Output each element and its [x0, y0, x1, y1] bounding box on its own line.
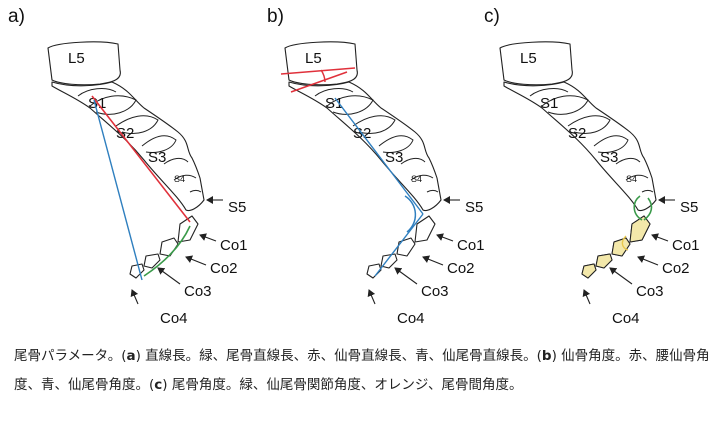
lumbosacral-line-lower [290, 71, 348, 93]
label-s1: S1 [325, 95, 343, 112]
sacrococcygeal-joint-angle-arc [633, 195, 643, 221]
spine-drawing-b [284, 41, 442, 279]
figure-canvas: a) L5 S1 S2 S3 S4 S5 Co1 Co2 Co3 Co4 b) … [8, 6, 700, 327]
coccyx-segment-co1 [629, 215, 651, 243]
figure-caption: 尾骨パラメータ。(a) 直線長。緑、尾骨直線長、赤、仙骨直線長、青、仙尾骨直線長… [14, 342, 714, 400]
coccyx-segment-co4 [581, 263, 597, 279]
panel-letter-a: a) [8, 6, 25, 27]
sacral-axis-line [334, 97, 424, 215]
label-s1: S1 [540, 95, 558, 112]
coccyx-segment-co3 [595, 253, 613, 269]
label-s3: S3 [148, 149, 166, 166]
label-l5: L5 [68, 50, 85, 67]
label-s3: S3 [385, 149, 403, 166]
label-s3: S3 [600, 149, 618, 166]
label-co3: Co3 [636, 283, 664, 300]
label-co2: Co2 [662, 260, 690, 277]
panel-letter-c: c) [484, 6, 500, 27]
label-s4: S4 [174, 174, 185, 184]
sacrococcygeal-angle-arc [404, 195, 417, 233]
label-s5: S5 [680, 199, 698, 216]
caption-part-4: ) 尾骨角度。緑、仙尾骨関節角度、オレンジ、尾骨間角度。 [162, 377, 523, 393]
label-co1: Co1 [457, 237, 485, 254]
label-s4: S4 [626, 174, 637, 184]
coccygeal-straight-line [143, 225, 191, 277]
label-s5: S5 [228, 199, 246, 216]
label-co4: Co4 [397, 310, 425, 327]
label-co1: Co1 [672, 237, 700, 254]
sacrococcygeal-straight-line [93, 99, 143, 281]
caption-letter-c: c [154, 377, 163, 393]
label-co2: Co2 [447, 260, 475, 277]
coccyx-segment-co2 [611, 237, 631, 257]
caption-part-1: 尾骨パラメータ。( [14, 348, 127, 364]
label-co2: Co2 [210, 260, 238, 277]
intercoccygeal-angle-arc [621, 235, 629, 251]
label-co3: Co3 [184, 283, 212, 300]
sacral-straight-line [91, 95, 191, 223]
caption-part-3: ) 仙骨角度。赤、腰仙骨角度、青、仙尾骨角度。( [14, 348, 710, 393]
label-co4: Co4 [160, 310, 188, 327]
label-co4: Co4 [612, 310, 640, 327]
label-s2: S2 [568, 125, 586, 142]
caption-letter-a: a [126, 348, 136, 364]
label-s2: S2 [116, 125, 134, 142]
panel-a: a) L5 S1 S2 S3 S4 S5 Co1 Co2 Co3 Co4 [8, 6, 248, 327]
label-s5: S5 [465, 199, 483, 216]
panel-b: b) L5 S1 S2 S3 S4 S5 Co1 Co2 Co3 Co4 [267, 6, 485, 327]
caption-letter-b: b [541, 348, 552, 364]
caption-part-2: ) 直線長。緑、尾骨直線長、赤、仙骨直線長、青、仙尾骨直線長。( [135, 348, 542, 364]
spine-drawing-c [499, 41, 657, 279]
label-s4: S4 [411, 174, 422, 184]
figure: a) L5 S1 S2 S3 S4 S5 Co1 Co2 Co3 Co4 b) … [8, 6, 700, 327]
panel-c: c) L5 S1 S2 S3 S4 S5 Co1 Co2 Co3 Co4 [484, 6, 700, 327]
panel-letter-b: b) [267, 6, 284, 27]
lumbosacral-line-upper [280, 67, 356, 75]
label-co1: Co1 [220, 237, 248, 254]
label-l5: L5 [305, 50, 322, 67]
label-co3: Co3 [421, 283, 449, 300]
coccygeal-axis-line [374, 213, 424, 277]
lumbosacral-angle-arc [320, 69, 326, 83]
sacrococcygeal-joint-angle-arc-2 [643, 197, 653, 221]
label-l5: L5 [520, 50, 537, 67]
